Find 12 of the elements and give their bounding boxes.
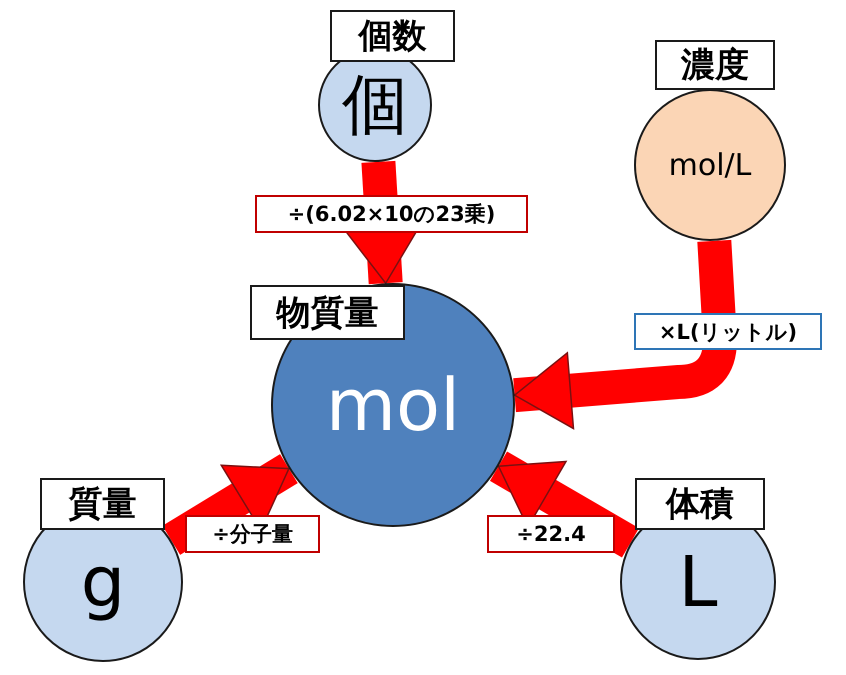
block-arrow — [513, 240, 737, 430]
edge-label: ÷(6.02×10の23乗) — [255, 195, 528, 233]
edge-label: ÷22.4 — [487, 515, 615, 553]
heading-label: 物質量 — [250, 285, 405, 340]
edge-label: ÷分子量 — [185, 515, 320, 553]
circle-node: mol/L — [634, 89, 786, 241]
edge-label: ×L(リットル) — [634, 313, 822, 350]
heading-label: 体積 — [635, 478, 765, 530]
block-arrow — [490, 451, 640, 558]
block-arrow — [162, 454, 298, 555]
heading-label: 質量 — [40, 478, 165, 530]
heading-label: 濃度 — [655, 40, 775, 90]
